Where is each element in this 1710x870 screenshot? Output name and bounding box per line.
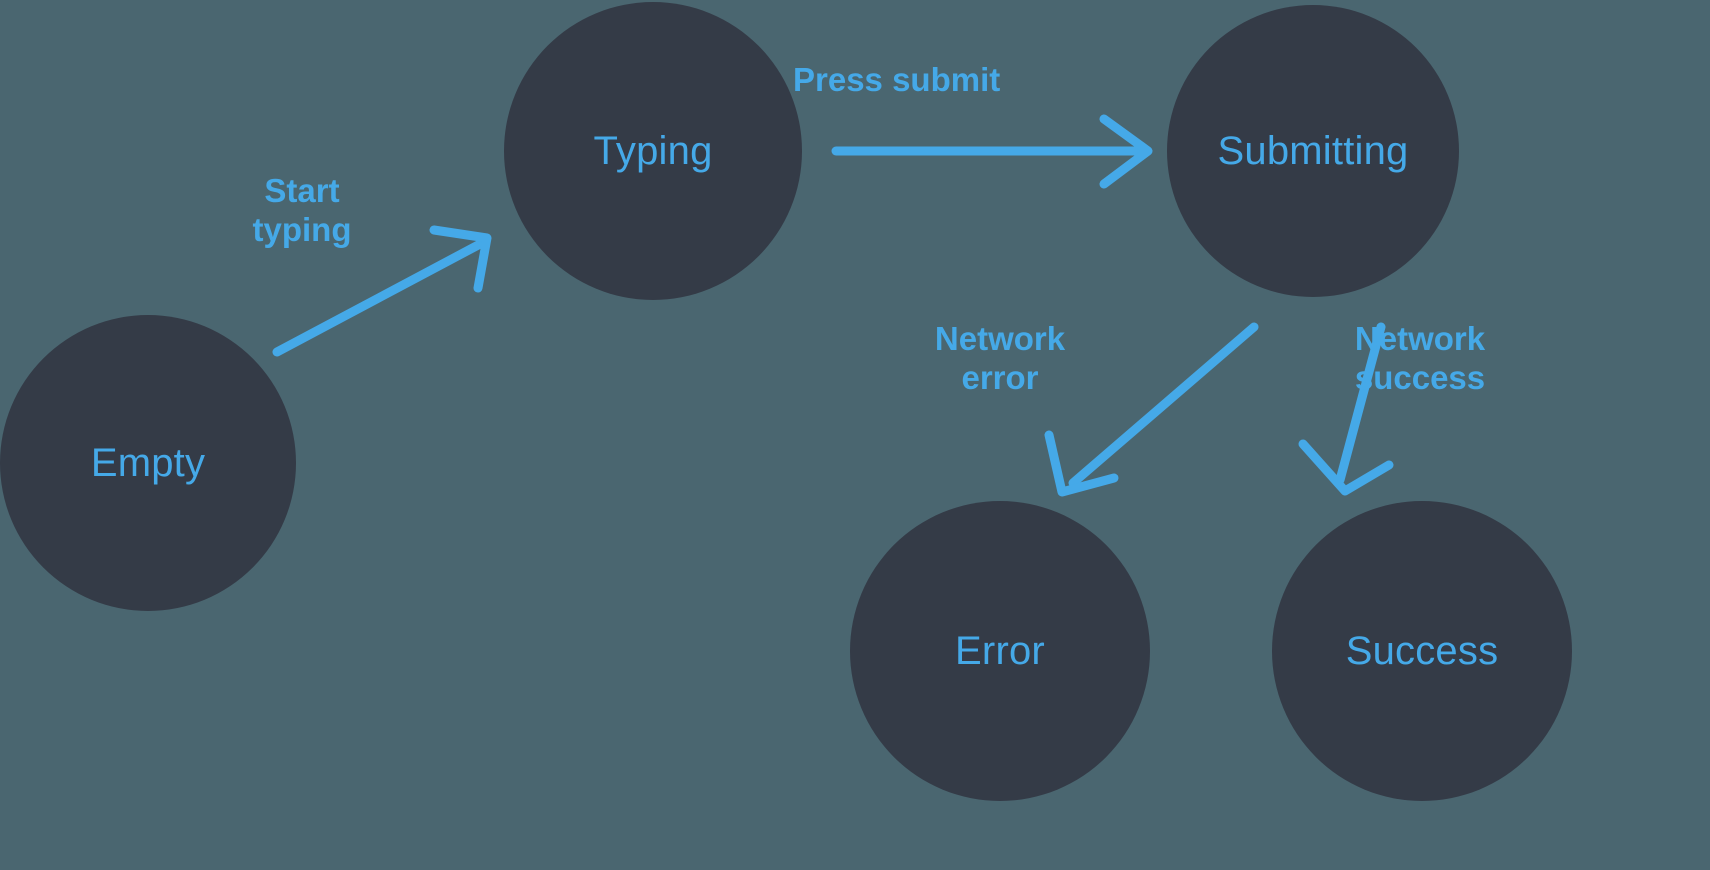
transition-label-network-error: Network error	[934, 320, 1066, 396]
state-node-empty[interactable]: Empty	[0, 315, 296, 611]
transition-arrow-network-success	[1298, 322, 1394, 496]
transition-label-start-typing: Start typing	[252, 172, 352, 248]
state-node-success[interactable]: Success	[1272, 501, 1572, 801]
transition-arrow-press-submit	[831, 114, 1153, 189]
transition-label-press-submit: Press submit	[793, 61, 1001, 98]
state-node-typing-label: Typing	[593, 129, 713, 173]
transition-arrow-start-typing	[272, 225, 492, 357]
state-node-submitting[interactable]: Submitting	[1167, 5, 1459, 297]
state-node-error[interactable]: Error	[850, 501, 1150, 801]
state-node-error-label: Error	[955, 629, 1045, 673]
state-node-success-label: Success	[1345, 629, 1499, 673]
state-node-submitting-label: Submitting	[1217, 129, 1409, 173]
transition-arrow-network-error	[1044, 322, 1259, 497]
state-node-empty-label: Empty	[90, 441, 206, 485]
state-node-typing[interactable]: Typing	[504, 2, 802, 300]
transition-label-network-success: Network success	[1354, 320, 1486, 396]
